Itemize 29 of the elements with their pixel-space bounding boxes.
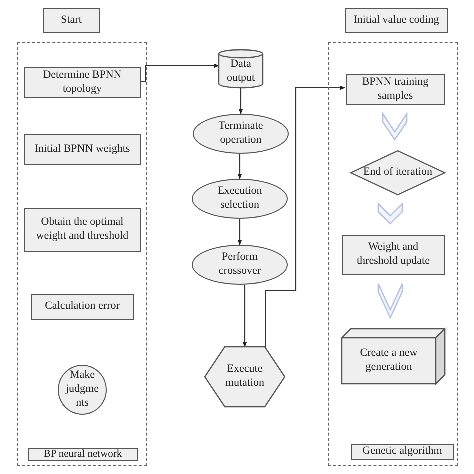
process-box: BPNN training samples [346,74,445,105]
group-label: BP neural network [28,448,138,461]
process-ellipse: Terminate operation [193,114,289,154]
process-hexagon: Execute mutation [205,347,285,407]
decision-diamond: End of iteration [351,151,445,195]
decision-circle: Make judgme nts [58,365,107,415]
process-box: Initial BPNN weights [24,134,141,165]
arrow [140,64,220,82]
arrow [238,154,242,180]
process-ellipse: Execution selection [192,179,288,219]
arrow [238,219,242,246]
group-label: Genetic algorithm [351,444,454,460]
process-box: Obtain the optimal weight and threshold [24,208,141,252]
arrow [238,88,244,115]
process-ellipse: Perform crossover [192,245,288,285]
arrow [265,86,346,347]
process-box: Calculation error [31,294,134,320]
chevron-arrow [378,283,404,320]
chevron-arrow [382,112,408,142]
chevron-arrow [378,202,404,225]
dashed-group-frame [328,42,458,466]
arrow [242,285,248,348]
process-block: Create a new generation [342,329,445,384]
dashed-group-frame [17,42,147,466]
process-box: Determine BPNN topology [24,67,141,98]
process-box: Weight and threshold update [342,235,445,275]
data-cylinder: Data output [219,50,263,88]
process-box: Initial value coding [345,8,448,33]
process-box: Start [43,8,100,33]
